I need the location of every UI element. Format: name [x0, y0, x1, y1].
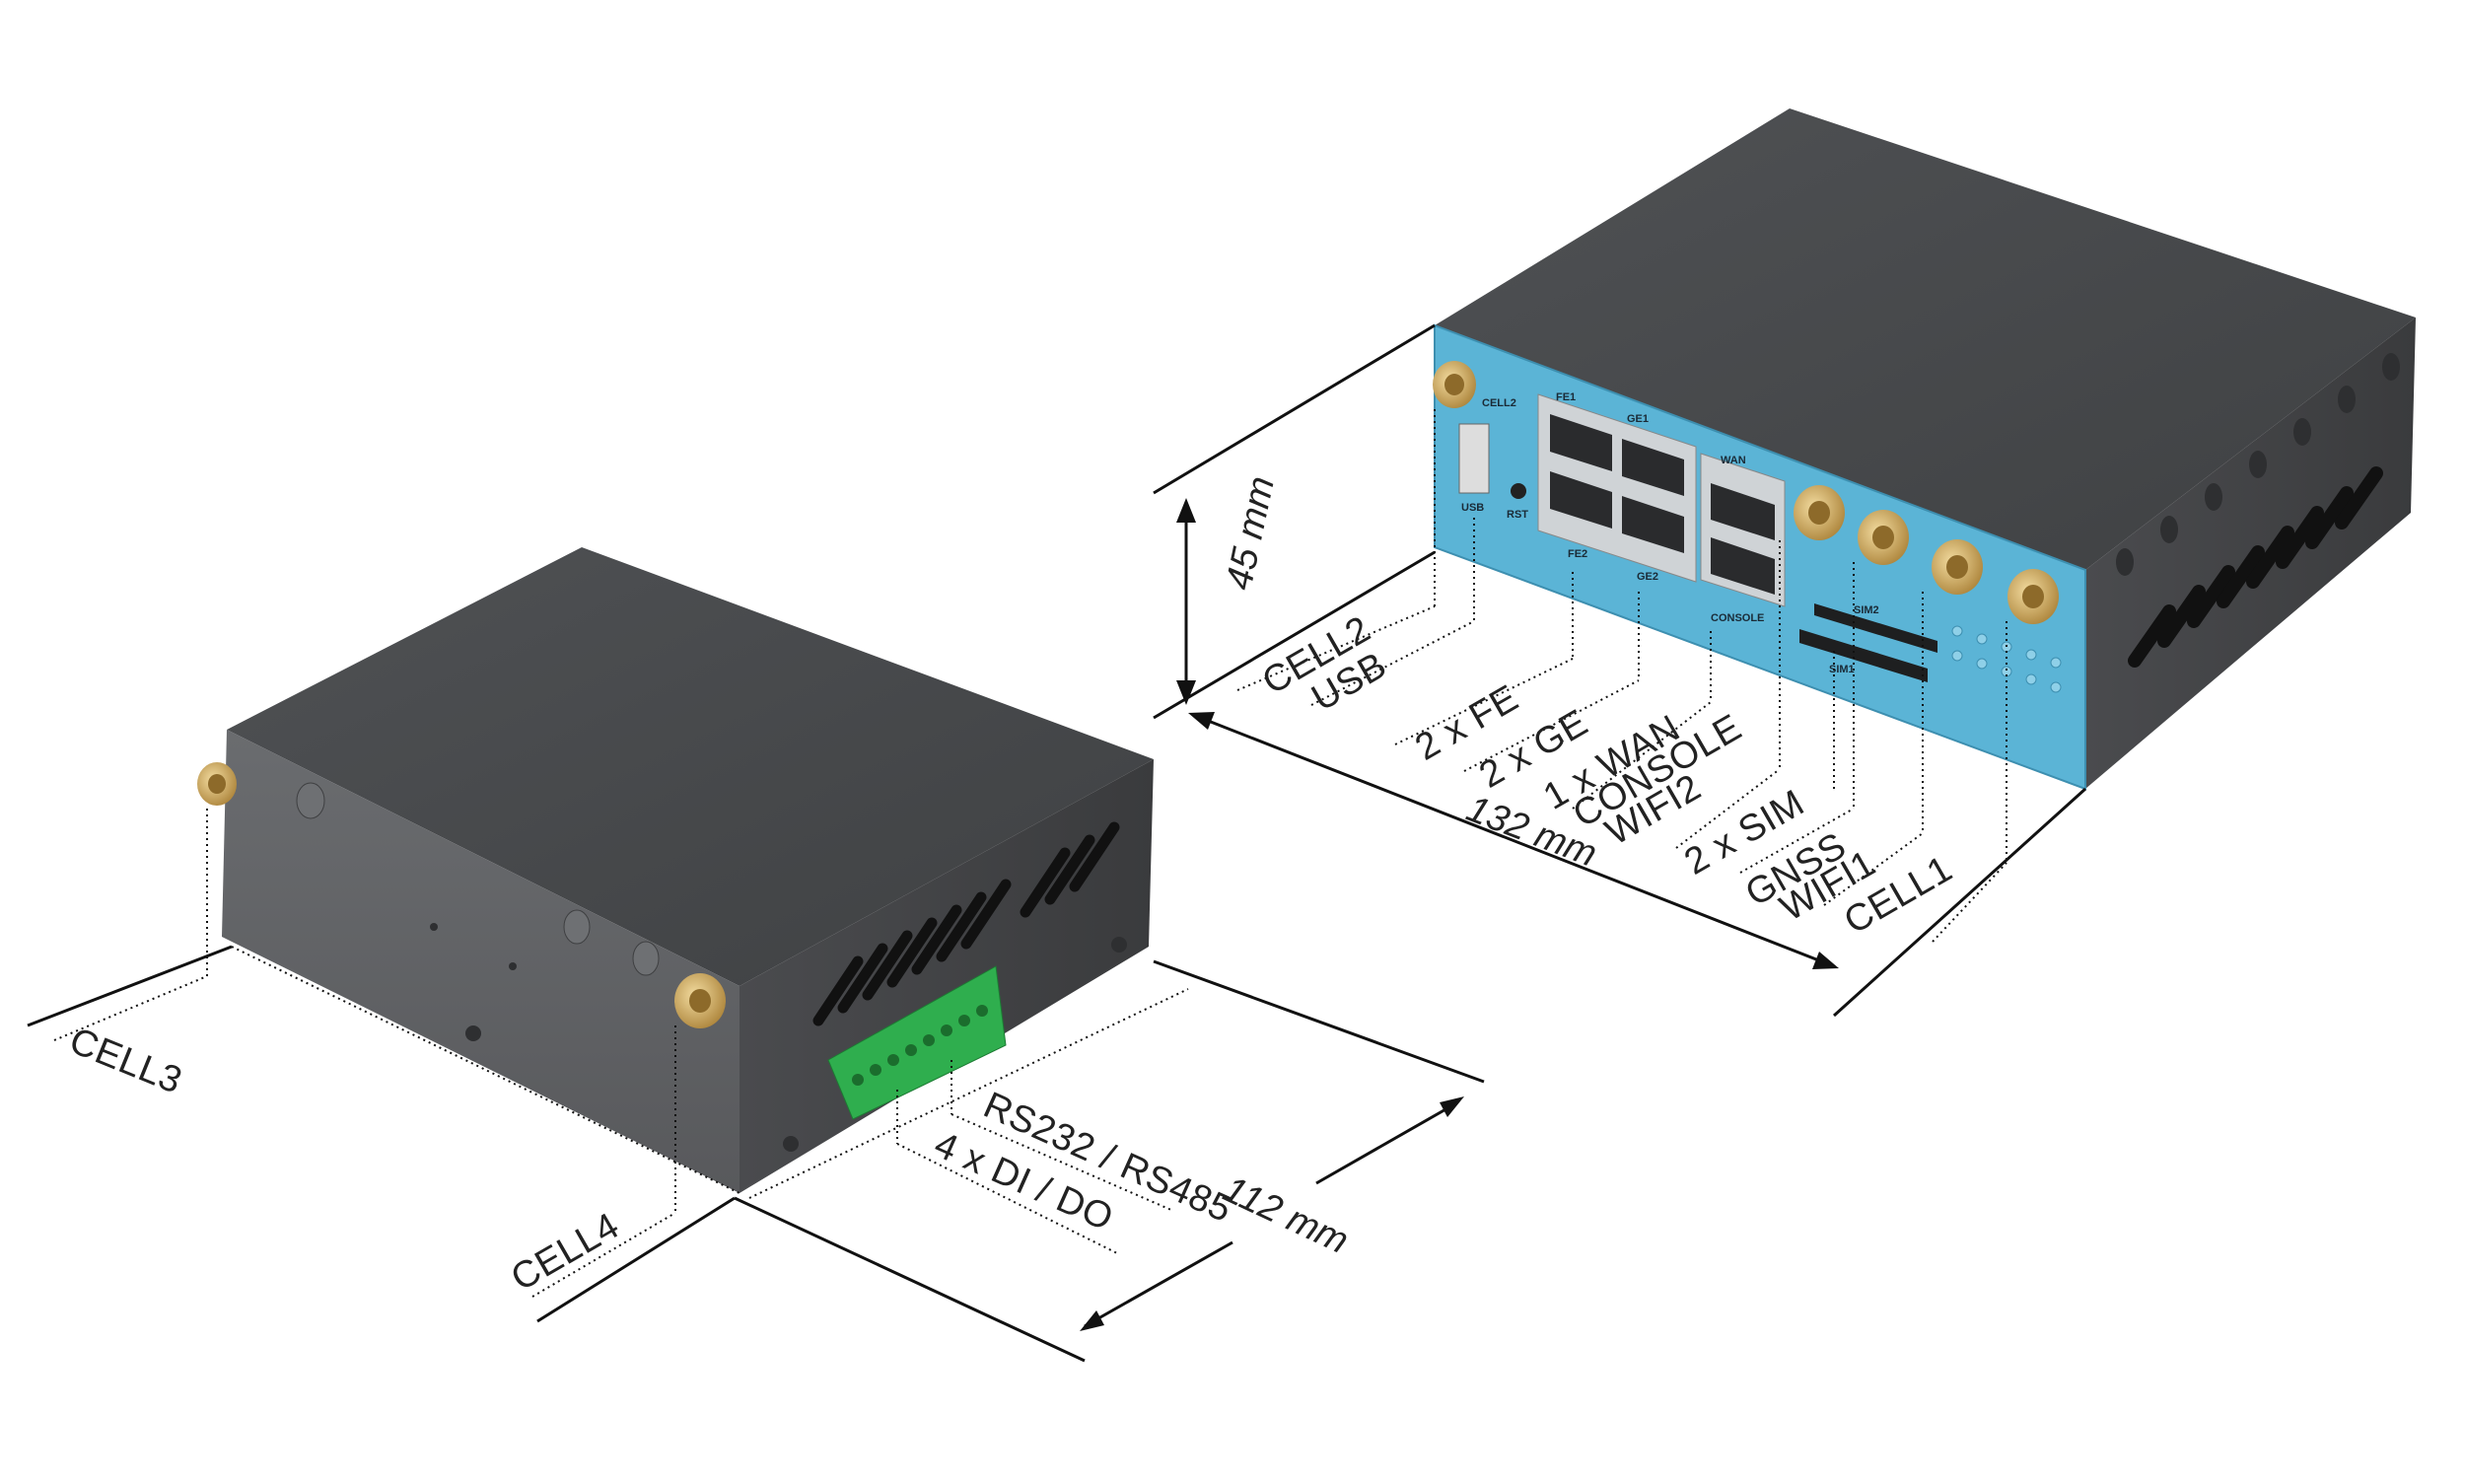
cell3-connector: [197, 762, 237, 806]
silk-rst: RST: [1507, 509, 1528, 521]
label-cell3: CELL3: [64, 1020, 188, 1101]
cell2-connector: [1433, 361, 1476, 408]
silk-cell2: CELL2: [1482, 397, 1516, 409]
right-router-top: [1435, 108, 2416, 570]
left-side-vents: [812, 821, 1120, 1026]
silk-console: CONSOLE: [1711, 612, 1764, 624]
reset-button: [1511, 483, 1526, 499]
right-label-leaders-diagonal: [1236, 605, 2007, 943]
usb-port: [1458, 423, 1490, 494]
wifi1-connector: [1932, 539, 1983, 595]
silk-sim2: SIM2: [1854, 604, 1879, 616]
status-leds: [1951, 625, 2062, 693]
wifi2-connector: [1794, 485, 1845, 540]
silk-ge1: GE1: [1627, 413, 1649, 425]
dim-depth-label: 112 mm: [1217, 1168, 1355, 1262]
gnss-connector: [1858, 510, 1909, 565]
silk-wan: WAN: [1721, 455, 1746, 466]
sim2-slot: [1814, 603, 1937, 653]
left-screws: [430, 923, 1127, 1152]
cell4-connector: [674, 973, 726, 1028]
terminal-block: [827, 965, 1007, 1120]
left-router-front: [222, 730, 740, 1193]
silk-fe1: FE1: [1556, 391, 1576, 403]
label-cell4: CELL4: [505, 1205, 627, 1300]
left-dimension-lines: [27, 945, 1485, 1363]
silk-fe2: FE2: [1568, 548, 1587, 560]
left-router: [197, 547, 1154, 1193]
sim1-slot: [1799, 629, 1928, 682]
silk-ge2: GE2: [1637, 571, 1658, 583]
right-side-vents: [2128, 466, 2383, 668]
left-antenna-caps: [296, 782, 660, 976]
right-side-ports: [2116, 353, 2400, 576]
rj45-ports-fe-ge: [1550, 414, 1684, 553]
silk-sim1: SIM1: [1829, 664, 1855, 675]
cell1-connector: [2007, 569, 2059, 624]
terminal-screws: [852, 1005, 988, 1086]
left-router-top: [227, 547, 1154, 986]
right-dimension-lines: [1153, 323, 2087, 1018]
rj45-ports-wan-console: [1711, 483, 1775, 595]
right-leaders: [1434, 409, 2007, 863]
dim-height-label: 45 mm: [1219, 473, 1283, 594]
left-leaders: [53, 809, 1189, 1298]
silk-usb: USB: [1461, 502, 1484, 514]
right-router: CELL2 USB RST FE1 GE1 FE2 GE2 WAN CONSOL…: [1433, 108, 2416, 791]
